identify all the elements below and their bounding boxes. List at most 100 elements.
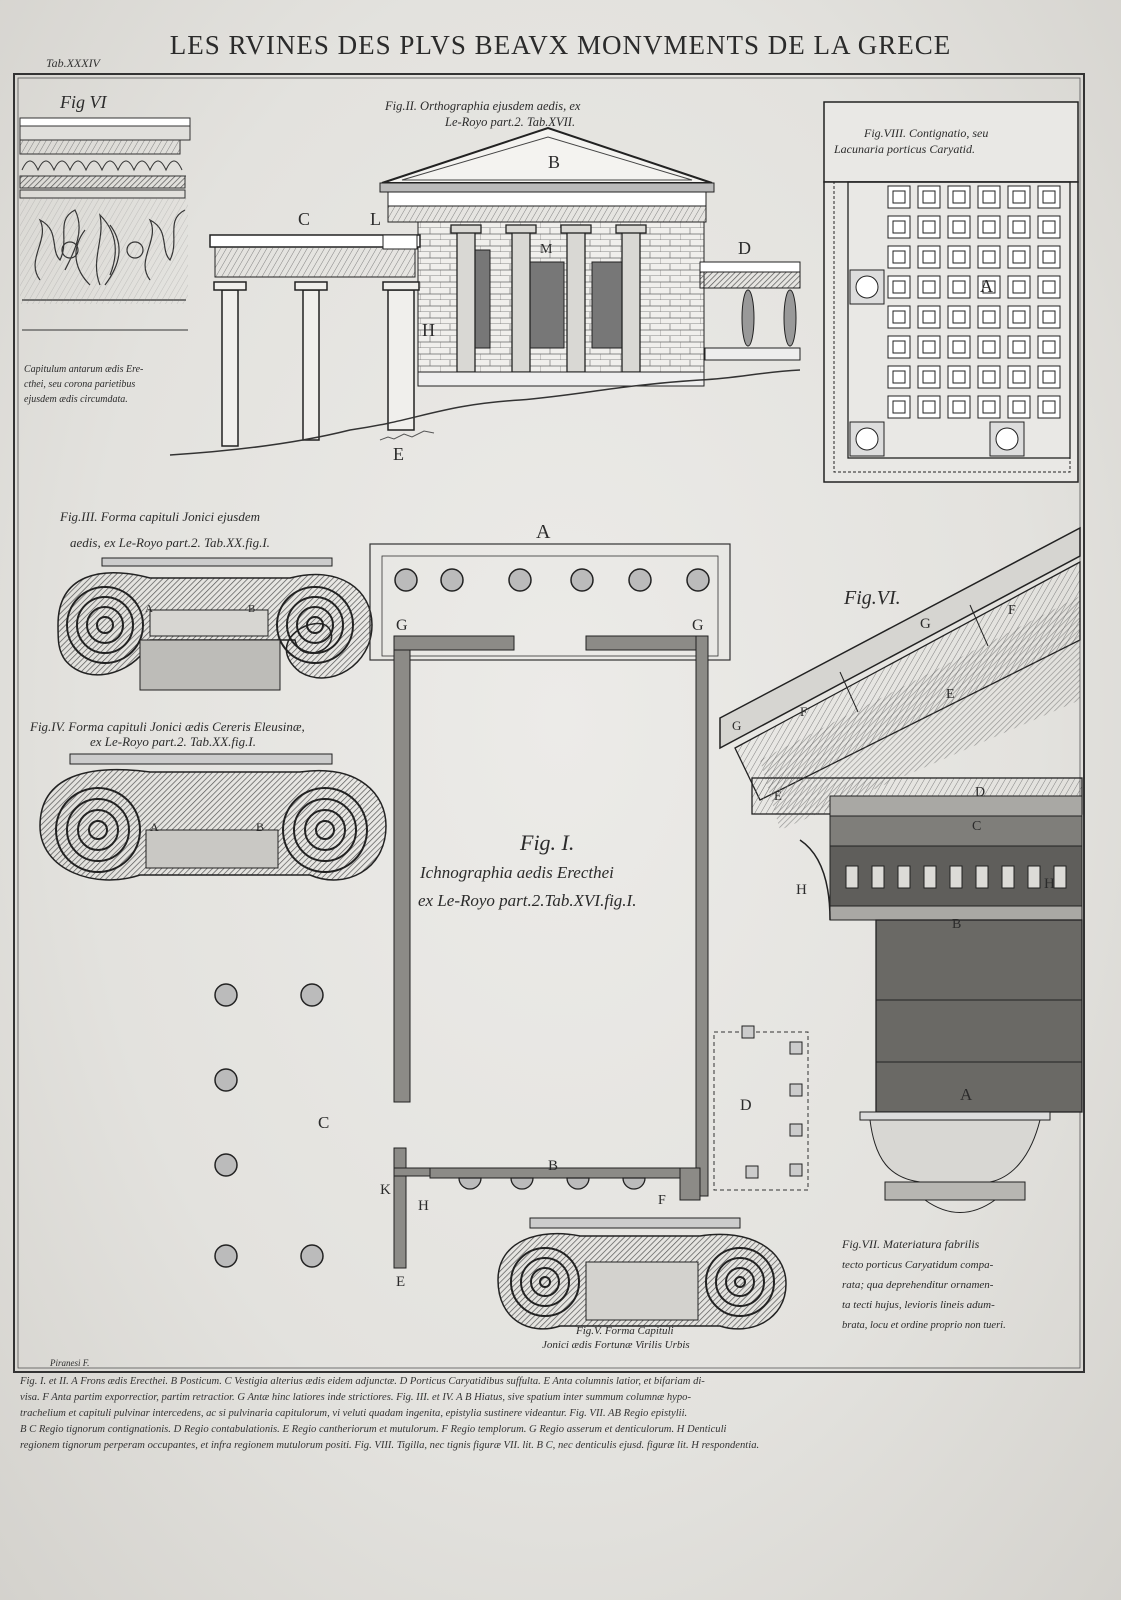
coffer: [917, 215, 941, 239]
caryatid-pier: [745, 1165, 759, 1179]
coffer: [887, 185, 911, 209]
fig7-caption-2: tecto porticus Caryatidum compa-: [842, 1259, 994, 1271]
coffer-inner: [922, 280, 936, 294]
fig8-letter-a: A: [980, 276, 993, 296]
dentil: [1053, 865, 1067, 889]
coffer: [887, 245, 911, 269]
coffer-inner: [1042, 250, 1056, 264]
coffer: [947, 185, 971, 209]
coffer-inner: [1012, 310, 1026, 324]
coffer-inner: [922, 310, 936, 324]
coffer: [887, 275, 911, 299]
coffer: [1037, 395, 1061, 419]
tab-number: Tab.XXXIV: [46, 56, 100, 70]
coffer-inner: [1012, 190, 1026, 204]
fig8-caption-1: Fig.VIII. Contignatio, seu: [863, 126, 988, 140]
coffer: [1037, 245, 1061, 269]
fig6-letter-f-top: F: [1008, 603, 1016, 618]
dentil: [845, 865, 859, 889]
dentil: [949, 865, 963, 889]
coffer: [887, 395, 911, 419]
coffer-inner: [982, 340, 996, 354]
fig2-letter-b: B: [548, 152, 560, 172]
coffer-inner: [922, 220, 936, 234]
coffer-inner: [892, 250, 906, 264]
coffer: [947, 395, 971, 419]
coffer: [917, 245, 941, 269]
coffer-inner: [922, 370, 936, 384]
coffer-inner: [1012, 340, 1026, 354]
coffer-inner: [892, 280, 906, 294]
legend-line-1: Fig. I. et II. A Frons ædis Erecthei. B …: [20, 1376, 705, 1387]
fig5-ionic-capital: Fig.V. Forma Capituli Jonici ædis Fortun…: [497, 1217, 787, 1351]
coffer-inner: [952, 400, 966, 414]
plan-half-column: [622, 1177, 646, 1190]
coffer-inner: [922, 190, 936, 204]
fig7-caption-4: ta tecti hujus, levioris lineis adum-: [842, 1299, 995, 1311]
fig5-caption-1: Fig.V. Forma Capituli: [575, 1325, 674, 1337]
vestigia-column: [214, 1153, 238, 1177]
fig1-caption-3: ex Le-Royo part.2.Tab.XVI.fig.I.: [418, 891, 636, 910]
fig1-letter-d: D: [740, 1097, 752, 1114]
fig7-caption-5: brata, locu et ordine proprio non tueri.: [842, 1320, 1006, 1331]
fig6-letter-e-low: E: [774, 788, 782, 803]
fig1-letter-b: B: [548, 1158, 558, 1174]
caryatid-pier: [741, 1025, 755, 1039]
plan-column: [394, 568, 418, 592]
dentil: [897, 865, 911, 889]
fig1-letter-f: F: [658, 1193, 666, 1208]
fig2-caption-2: Le-Royo part.2. Tab.XVII.: [444, 115, 575, 129]
dentil: [975, 865, 989, 889]
coffer: [977, 365, 1001, 389]
coffer: [977, 395, 1001, 419]
plan-column: [508, 568, 532, 592]
fig6-top-label: Fig VI: [59, 92, 107, 112]
coffer: [1037, 365, 1061, 389]
plan-half-column: [566, 1177, 590, 1190]
fig6-letter-g-top: G: [920, 616, 931, 632]
plate-border: [13, 73, 1085, 1373]
fig6-letter-b: B: [952, 917, 961, 932]
coffer-inner: [892, 370, 906, 384]
caryatid-pier: [789, 1041, 803, 1055]
fig1-letter-a: A: [536, 521, 551, 543]
coffer-inner: [982, 280, 996, 294]
fig2-letter-d: D: [738, 238, 751, 258]
coffer: [917, 305, 941, 329]
fig2-caption-1: Fig.II. Orthographia ejusdem aedis, ex: [384, 99, 581, 113]
coffer: [887, 305, 911, 329]
caryatid-pier: [789, 1163, 803, 1177]
coffer: [917, 185, 941, 209]
fig6-letter-d: D: [975, 785, 985, 800]
coffer: [947, 305, 971, 329]
coffer: [917, 275, 941, 299]
coffer: [1007, 185, 1031, 209]
coffer-inner: [1042, 220, 1056, 234]
coffer: [1037, 185, 1061, 209]
fig4-letter-b: B: [256, 820, 264, 834]
coffer-inner: [952, 310, 966, 324]
fig6-top-caption-1: Capitulum antarum ædis Ere-: [24, 364, 143, 375]
coffer: [977, 185, 1001, 209]
fig3-letter-b: B: [248, 603, 255, 615]
coffer-inner: [982, 220, 996, 234]
coffer: [917, 395, 941, 419]
coffer-inner: [1012, 280, 1026, 294]
coffer-inner: [892, 220, 906, 234]
vestigia-column: [300, 1244, 324, 1268]
fig1-letter-k: K: [380, 1182, 391, 1198]
coffer-inner: [1042, 280, 1056, 294]
coffer-inner: [1012, 370, 1026, 384]
dentil: [1001, 865, 1015, 889]
fig6-letter-h-left: H: [796, 882, 807, 898]
plate-legend: Fig. I. et II. A Frons ædis Erecthei. B …: [20, 1374, 1096, 1454]
vestigia-column: [214, 1068, 238, 1092]
fig6-anta-capital: Fig VI Capitulum antarum ædis Ere- cthei…: [19, 92, 191, 405]
fig1-letter-g-left: G: [396, 617, 408, 634]
fig8-coffered-ceiling: Fig.VIII. Contignatio, seu Lacunaria por…: [823, 101, 1079, 483]
coffer: [1037, 275, 1061, 299]
legend-line-4: B C Regio tignorum contignationis. D Reg…: [20, 1424, 727, 1435]
coffer: [887, 215, 911, 239]
fig2-letter-h: H: [422, 320, 435, 340]
